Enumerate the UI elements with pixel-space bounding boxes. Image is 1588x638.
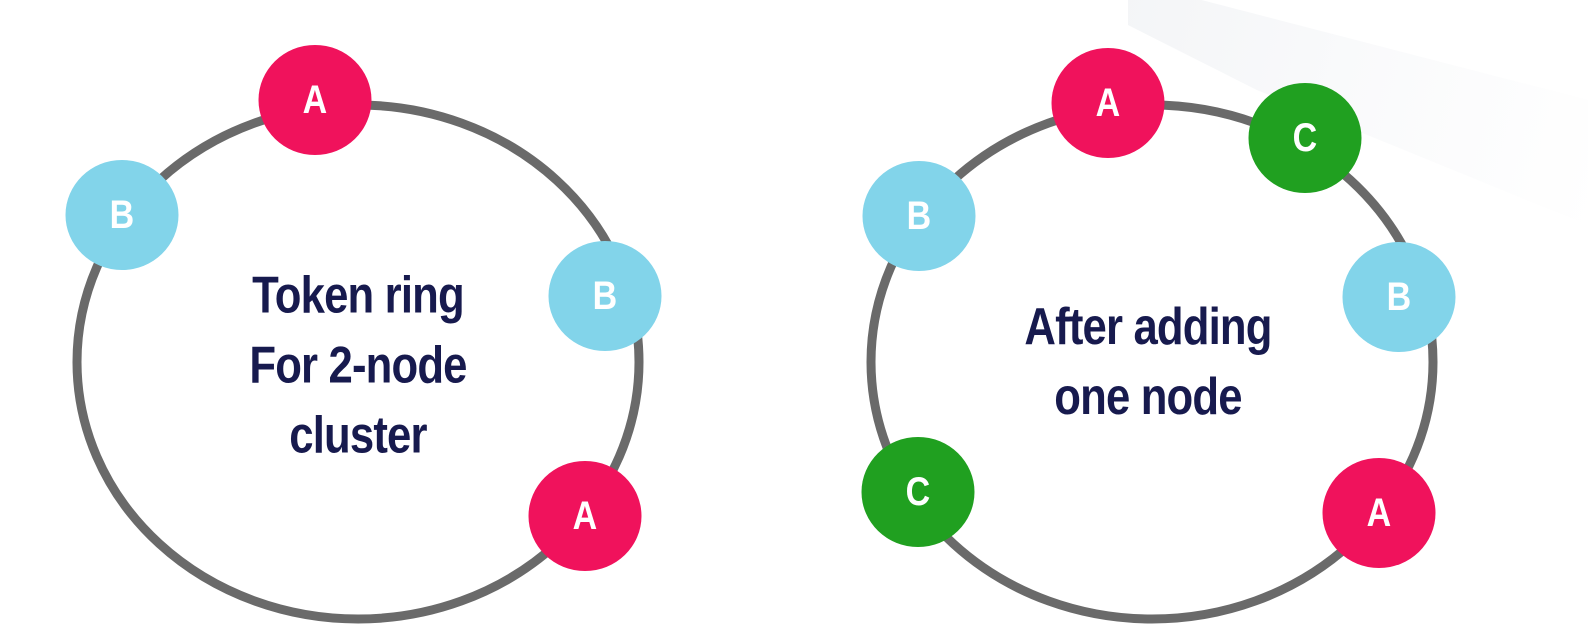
node-label: A xyxy=(572,493,598,538)
node-label: B xyxy=(109,192,135,237)
node-b: B xyxy=(1342,242,1456,352)
node-label: B xyxy=(1386,274,1412,319)
node-a: A xyxy=(528,461,642,571)
node-c: C xyxy=(861,437,975,547)
node-label: B xyxy=(906,193,932,238)
diagram-title-left: Token ring For 2-node cluster xyxy=(249,266,467,466)
node-b: B xyxy=(548,241,662,351)
node-label: A xyxy=(1366,490,1392,535)
node-b: B xyxy=(862,161,976,271)
node-a: A xyxy=(258,45,372,155)
node-a: A xyxy=(1051,48,1165,158)
node-b: B xyxy=(65,160,179,270)
node-c: C xyxy=(1248,83,1362,193)
diagram-title-right: After adding one node xyxy=(1024,297,1272,426)
node-a: A xyxy=(1322,458,1436,568)
node-label: A xyxy=(302,77,328,122)
node-label: C xyxy=(905,469,931,514)
node-label: C xyxy=(1292,115,1318,160)
node-label: A xyxy=(1095,80,1121,125)
node-label: B xyxy=(592,273,618,318)
